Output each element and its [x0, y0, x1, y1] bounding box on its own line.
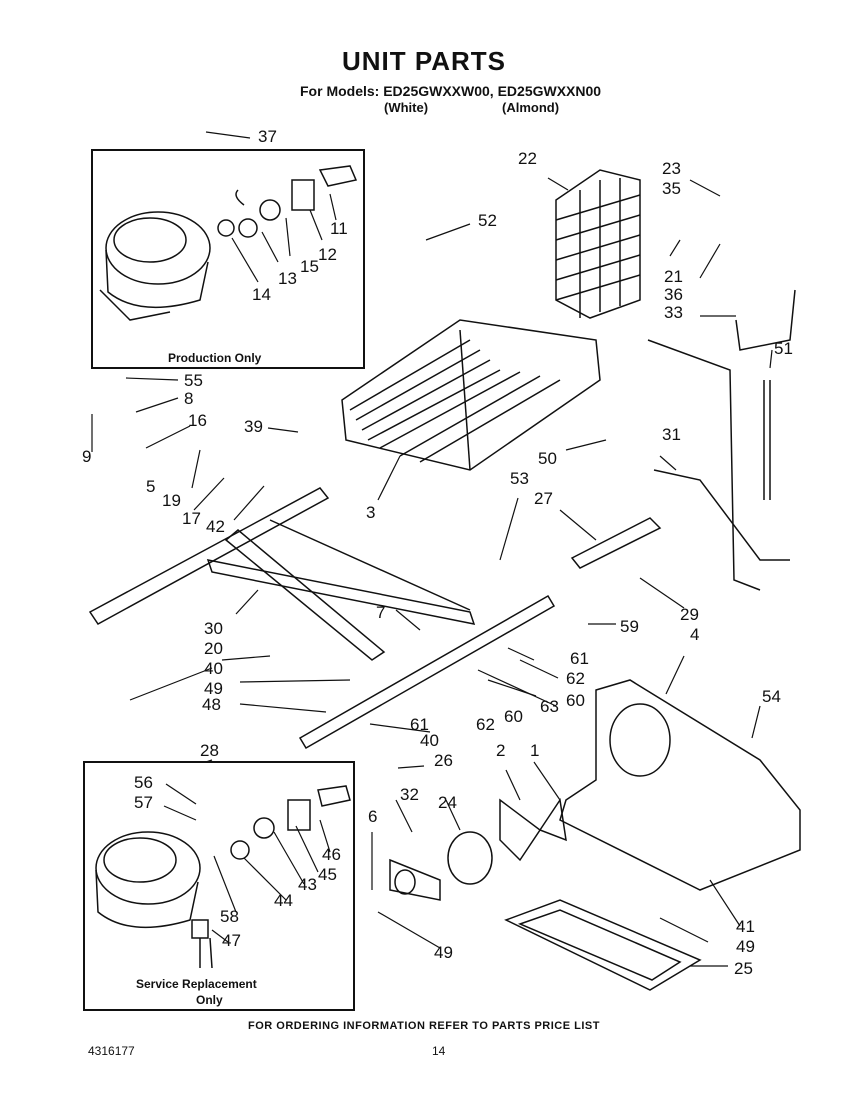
callout-8: 8	[184, 389, 193, 408]
callout-52: 52	[478, 211, 497, 230]
callout-1: 1	[530, 741, 539, 760]
callout-37: 37	[258, 127, 277, 146]
callout-44: 44	[274, 891, 293, 910]
service-replacement-label: Service Replacement	[136, 977, 257, 991]
models-line: For Models: ED25GWXXW00, ED25GWXXN00	[300, 83, 602, 99]
callout-51: 51	[774, 339, 793, 358]
callout-30: 30	[204, 619, 223, 638]
callout-49: 49	[204, 679, 223, 698]
variant-white: (White)	[384, 100, 429, 115]
callout-24: 24	[438, 793, 457, 812]
callout-11: 11	[330, 219, 348, 238]
fan-motor	[389, 831, 493, 901]
callout-49: 49	[434, 943, 453, 962]
callout-32: 32	[400, 785, 419, 804]
callout-39: 39	[244, 417, 263, 436]
callout-22: 22	[518, 149, 537, 168]
callout-12: 12	[318, 245, 337, 264]
callout-41: 41	[736, 917, 755, 936]
callout-7: 7	[376, 603, 385, 622]
callout-50: 50	[538, 449, 557, 468]
callout-28: 28	[200, 741, 219, 760]
tube-33	[735, 289, 796, 351]
callout-35: 35	[662, 179, 681, 198]
callout-43: 43	[298, 875, 317, 894]
production-only-box	[91, 149, 365, 369]
callout-56: 56	[134, 773, 153, 792]
callout-61: 61	[570, 649, 589, 668]
compressor-bottom	[95, 785, 351, 969]
callout-45: 45	[318, 865, 337, 884]
callout-31: 31	[662, 425, 681, 444]
production-only-label: Production Only	[168, 351, 262, 365]
callout-26: 26	[434, 751, 453, 770]
callout-49: 49	[736, 937, 755, 956]
callout-54: 54	[762, 687, 781, 706]
callout-25: 25	[734, 959, 753, 978]
base-bracket	[559, 679, 801, 891]
callout-16: 16	[188, 411, 207, 430]
callout-27: 27	[534, 489, 553, 508]
evaporator-coil-upright	[555, 169, 641, 319]
callout-57: 57	[134, 793, 153, 812]
callout-40: 40	[420, 731, 439, 750]
ordering-footer: FOR ORDERING INFORMATION REFER TO PARTS …	[248, 1020, 600, 1032]
callout-48: 48	[202, 695, 221, 714]
condenser-coil	[341, 319, 601, 471]
suction-tube	[647, 339, 761, 591]
drain-pan	[504, 899, 702, 991]
service-replacement-box	[83, 761, 355, 1011]
callout-46: 46	[322, 845, 341, 864]
callout-33: 33	[664, 303, 683, 322]
page-title: UNIT PARTS	[341, 46, 507, 76]
callout-59: 59	[620, 617, 639, 636]
callout-58: 58	[220, 907, 239, 926]
callout-14: 14	[252, 285, 271, 304]
compressor-top	[99, 211, 211, 321]
document-number: 4316177	[88, 1044, 135, 1058]
callout-3: 3	[366, 503, 375, 522]
callout-36: 36	[664, 285, 683, 304]
relay-parts-top	[217, 165, 358, 238]
variant-almond: (Almond)	[502, 100, 560, 115]
callout-17: 17	[182, 509, 201, 528]
callout-60: 60	[566, 691, 585, 710]
callout-20: 20	[204, 639, 223, 658]
callout-29: 29	[680, 605, 699, 624]
callout-61: 61	[410, 715, 429, 734]
callout-42: 42	[206, 517, 225, 536]
callout-13: 13	[278, 269, 297, 288]
callout-21: 21	[664, 267, 683, 286]
callout-53: 53	[510, 469, 529, 488]
frame-rails	[88, 487, 556, 750]
callout-9: 9	[82, 447, 91, 466]
tube-51	[763, 380, 771, 500]
callout-40: 40	[204, 659, 223, 678]
callout-63: 63	[540, 697, 559, 716]
page-number: 14	[432, 1044, 446, 1058]
tube-31	[653, 469, 790, 561]
callout-60: 60	[504, 707, 523, 726]
callout-4: 4	[690, 625, 699, 644]
callout-2: 2	[496, 741, 505, 760]
callout-5: 5	[146, 477, 155, 496]
drier	[570, 517, 662, 569]
condenser-fan	[499, 797, 567, 862]
callout-47: 47	[222, 931, 241, 950]
callout-15: 15	[300, 257, 319, 276]
callout-23: 23	[662, 159, 681, 178]
callout-19: 19	[162, 491, 181, 510]
callout-62: 62	[566, 669, 585, 688]
service-only-label: Only	[196, 993, 223, 1007]
callout-55: 55	[184, 371, 203, 390]
callout-6: 6	[368, 807, 377, 826]
callout-62: 62	[476, 715, 495, 734]
